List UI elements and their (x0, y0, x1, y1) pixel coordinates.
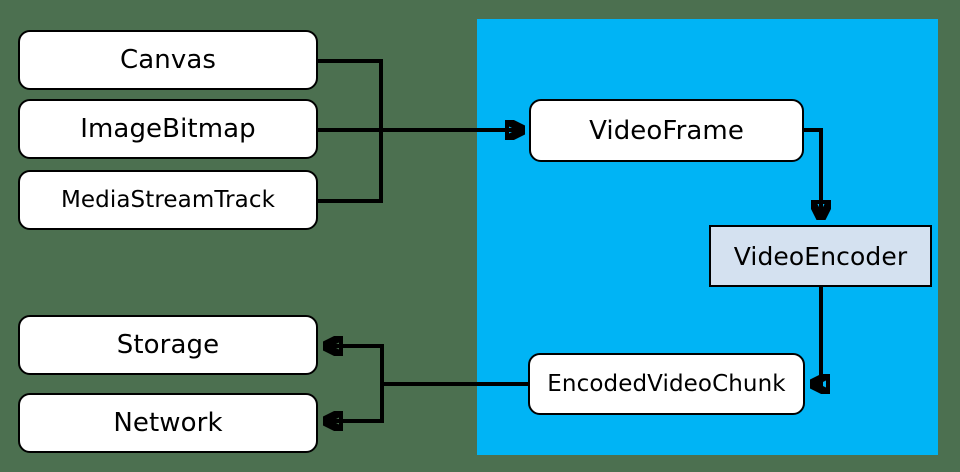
edge-chunk-to-storage (325, 346, 384, 384)
node-video-frame[interactable]: VideoFrame (529, 99, 804, 162)
edge-sources-trunk (318, 59, 383, 203)
node-storage[interactable]: Storage (18, 315, 318, 375)
node-network[interactable]: Network (18, 393, 318, 453)
node-canvas[interactable]: Canvas (18, 30, 318, 90)
node-video-encoder[interactable]: VideoEncoder (709, 225, 932, 287)
node-encoded-video-chunk[interactable]: EncodedVideoChunk (528, 353, 805, 415)
node-media-stream-track[interactable]: MediaStreamTrack (18, 170, 318, 230)
edge-chunk-to-network (325, 384, 384, 421)
node-image-bitmap[interactable]: ImageBitmap (18, 99, 318, 159)
